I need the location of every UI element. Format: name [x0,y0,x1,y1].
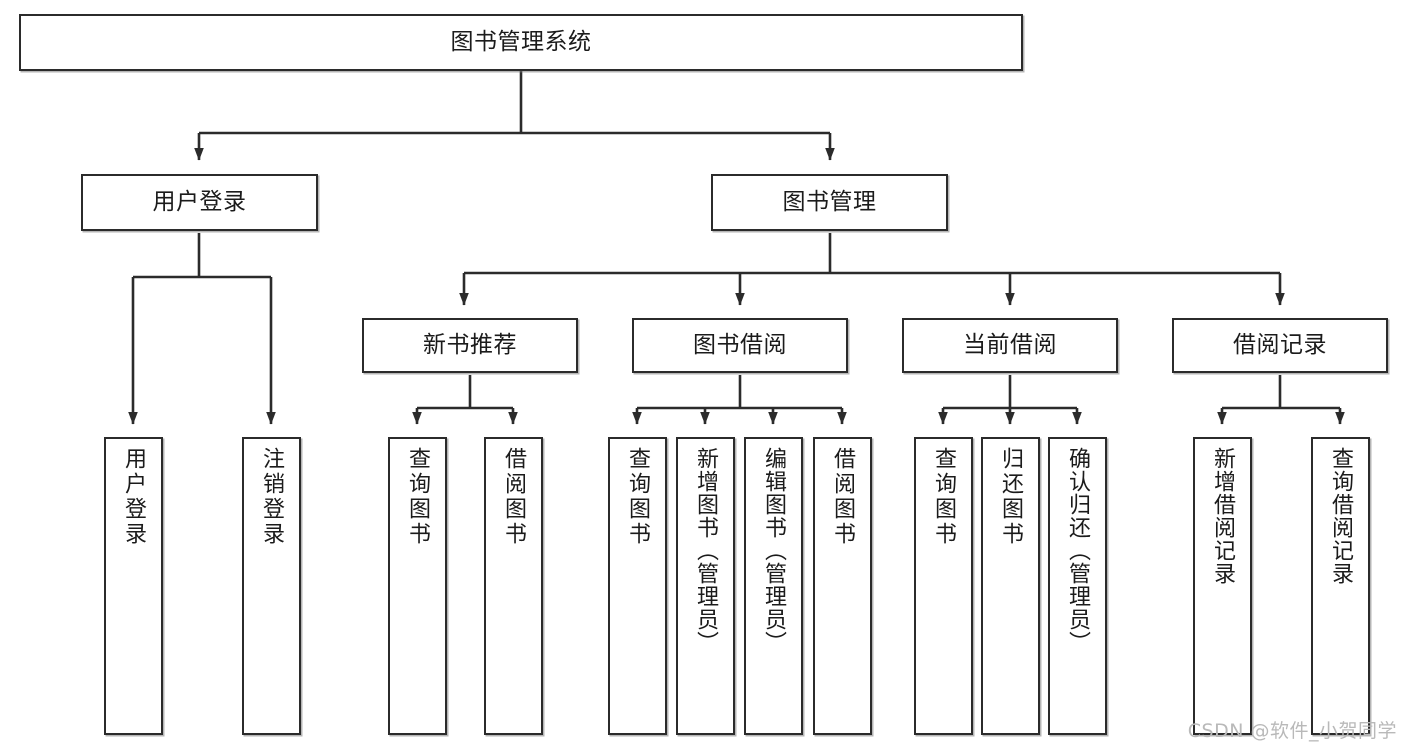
node-label: 用户登录 [121,447,147,547]
leaf-query-book-borrow[interactable]: 查询图书 [608,437,667,735]
node-current-borrow[interactable]: 当前借阅 [902,318,1118,373]
leaf-edit-book-admin[interactable]: 编辑图书（管理员） [744,437,803,735]
node-label: 借阅图书 [830,447,856,547]
node-label: 归还图书 [998,447,1024,547]
node-label: 新增借阅记录 [1210,447,1236,585]
node-label: 新书推荐 [423,331,517,358]
leaf-borrow-book[interactable]: 借阅图书 [813,437,872,735]
node-label: 编辑图书（管理员） [761,447,787,654]
node-label: 当前借阅 [963,331,1057,358]
node-label: 注销登录 [259,447,285,547]
leaf-logout[interactable]: 注销登录 [242,437,301,735]
node-label: 新增图书（管理员） [693,447,719,654]
node-user-login[interactable]: 用户登录 [81,174,318,231]
leaf-query-book-recommendation[interactable]: 查询图书 [388,437,447,735]
leaf-query-book-current[interactable]: 查询图书 [914,437,973,735]
node-label: 确认归还（管理员） [1065,447,1091,654]
leaf-return-book[interactable]: 归还图书 [981,437,1040,735]
node-root-book-management-system[interactable]: 图书管理系统 [19,14,1023,71]
node-label: 查询图书 [405,447,431,547]
node-label: 图书管理系统 [450,28,592,55]
leaf-borrow-book-recommendation[interactable]: 借阅图书 [484,437,543,735]
node-label: 用户登录 [152,188,247,215]
node-book-borrow[interactable]: 图书借阅 [632,318,848,373]
leaf-confirm-return-admin[interactable]: 确认归还（管理员） [1048,437,1107,735]
node-book-management[interactable]: 图书管理 [711,174,948,231]
leaf-query-borrow-record[interactable]: 查询借阅记录 [1311,437,1370,735]
node-label: 查询借阅记录 [1328,447,1354,585]
node-borrow-record[interactable]: 借阅记录 [1172,318,1388,373]
node-label: 图书管理 [782,188,877,215]
csdn-watermark: CSDN @软件_小贺同学 [1187,720,1397,742]
leaf-user-login[interactable]: 用户登录 [104,437,163,735]
leaf-add-book-admin[interactable]: 新增图书（管理员） [676,437,735,735]
node-label: 查询图书 [625,447,651,547]
node-label: 借阅记录 [1233,331,1327,358]
node-label: 借阅图书 [501,447,527,547]
node-label: 图书借阅 [693,331,787,358]
node-new-book-recommendation[interactable]: 新书推荐 [362,318,578,373]
leaf-add-borrow-record[interactable]: 新增借阅记录 [1193,437,1252,735]
node-label: 查询图书 [931,447,957,547]
